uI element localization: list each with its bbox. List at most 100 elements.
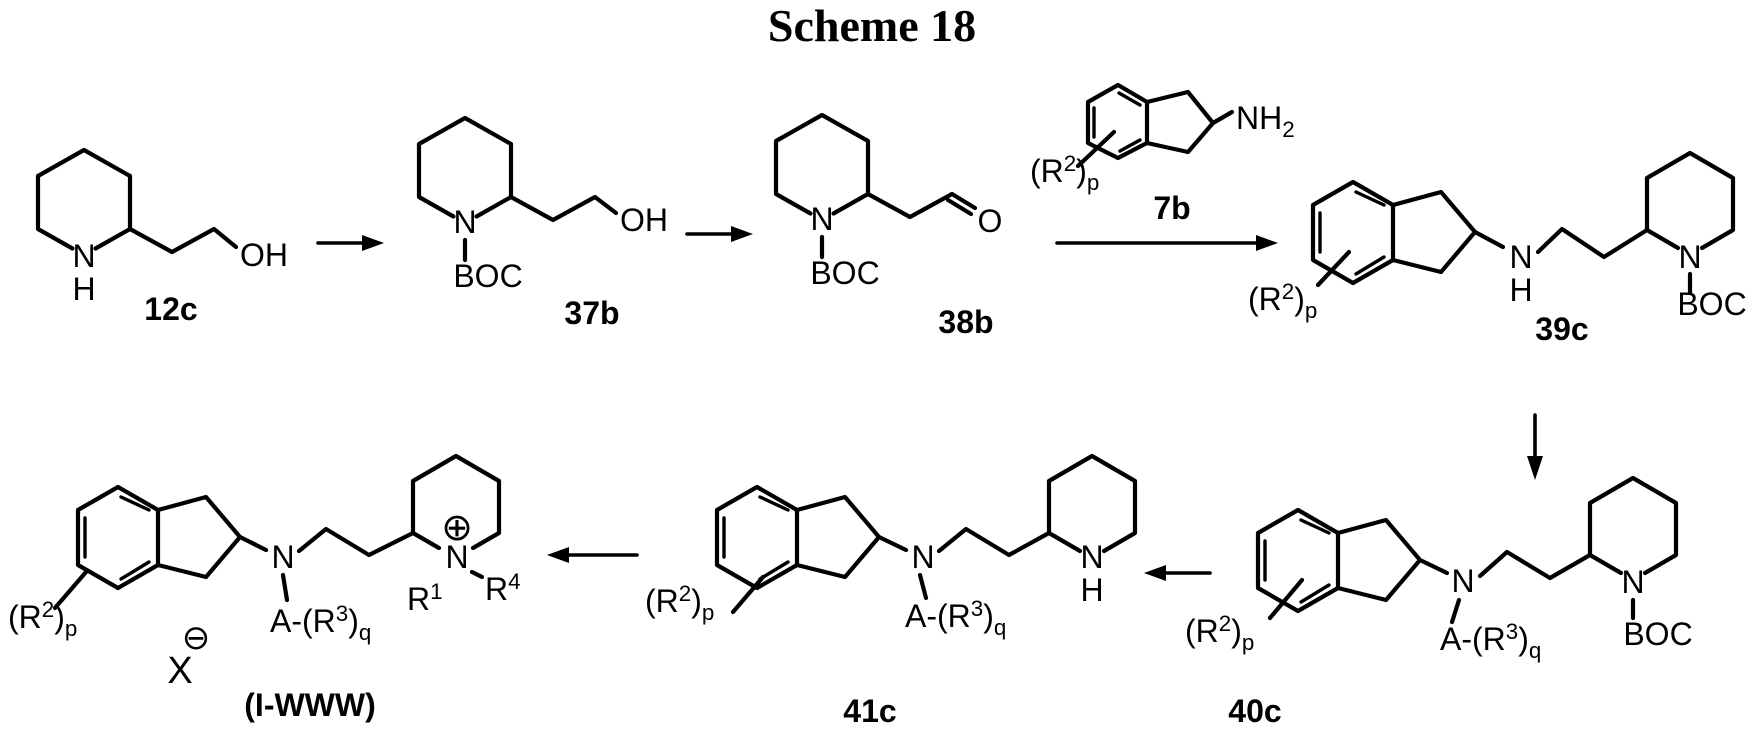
r2p-substituent-label: (R2)p [1030, 151, 1099, 195]
cyclopentane-ring [1390, 189, 1478, 275]
r1-substituent-label: R1 [407, 579, 443, 617]
aldehyde-chain [865, 191, 955, 220]
amine-nitrogen-label: N [271, 539, 294, 575]
aromatic-double-bonds [1318, 190, 1386, 276]
hydroxyethyl-chain [127, 226, 239, 255]
a-r3q-substituent-label: A-(R3)q [270, 601, 371, 645]
carbonyl-double-bond [945, 191, 978, 217]
piperidine-ring [1587, 475, 1679, 576]
compound-label-40c: 40c [1228, 693, 1281, 729]
piperidine-ring [35, 147, 133, 251]
compound-label-12c: 12c [144, 291, 197, 327]
ethylene-linker-bonds [1535, 226, 1650, 260]
reaction-arrow-3 [1055, 235, 1278, 251]
arrow-head-icon [1144, 565, 1166, 581]
ring-nitrogen-label: N [1080, 539, 1103, 575]
c2-amine-bond [1417, 557, 1450, 576]
aromatic-double-bonds [1263, 518, 1331, 604]
aromatic-double-bonds [1092, 91, 1142, 153]
ring-nh-hydrogen-label: H [1080, 572, 1103, 608]
boc-group-label: BOC [1677, 286, 1746, 322]
a-r3q-substituent-label: A-(R3)q [905, 596, 1006, 640]
variable-attachment-bond [52, 569, 89, 611]
reaction-arrow-1 [316, 235, 384, 251]
r4-substituent-label: R4 [485, 569, 521, 607]
cyclopentane-ring [1335, 517, 1423, 603]
cyclopentane-ring [1144, 89, 1216, 155]
n-r4-bond [469, 569, 485, 580]
boc-group-label: BOC [810, 255, 879, 291]
amine-nitrogen-label: N [1509, 239, 1532, 275]
structure-i-www: N A-(R3)q ⊕ N R1 R4 (R2)p ⊖ X (I-WWW) [8, 453, 521, 723]
hydroxyl-label: OH [620, 202, 668, 238]
hydroxyl-label: OH [240, 237, 288, 273]
ethylene-linker-bonds [1477, 549, 1593, 581]
structure-41c: N A-(R3)q N H (R2)p 41c [645, 453, 1138, 729]
n-a-bond [917, 572, 929, 601]
negative-charge-icon: ⊖ [182, 618, 211, 658]
reaction-arrow-4 [1527, 413, 1543, 480]
structure-38b: N BOC O 38b [773, 112, 1003, 340]
n-a-bond [1449, 597, 1462, 625]
ring-nitrogen-label: N [810, 201, 833, 237]
c2-amine-bond [876, 534, 909, 553]
compound-label-38b: 38b [938, 304, 993, 340]
amine-nh2-label: NH2 [1236, 100, 1295, 142]
arrow-head-icon [1527, 456, 1543, 480]
variable-attachment-bond [1315, 249, 1352, 288]
benzene-ring [75, 484, 161, 591]
piperidine-ring [773, 112, 871, 216]
benzene-ring [1255, 507, 1341, 614]
piperidinium-ring [410, 453, 502, 551]
variable-attachment-bond [1075, 129, 1117, 169]
positive-charge-icon: ⊕ [441, 505, 473, 549]
c2-amine-bond [237, 534, 269, 553]
piperidine-ring [416, 115, 514, 219]
compound-label-37b: 37b [564, 295, 619, 331]
hydroxyethyl-chain [508, 194, 619, 223]
arrow-head-icon [362, 235, 384, 251]
structure-39c: N H N BOC (R2)p 39c [1248, 150, 1747, 347]
compound-label-39c: 39c [1535, 311, 1588, 347]
r2p-substituent-label: (R2)p [1185, 611, 1254, 655]
carbonyl-oxygen-label: O [978, 203, 1003, 239]
aromatic-double-bonds [722, 495, 790, 581]
c2-amine-bond [1472, 229, 1506, 250]
ethylene-linker-bonds [936, 526, 1052, 558]
structure-40c: N A-(R3)q N BOC (R2)p 40c [1185, 475, 1693, 729]
ring-nitrogen-label: N [1621, 564, 1644, 600]
structure-7b: NH2 (R2)p 7b [1030, 82, 1295, 226]
reaction-arrow-5 [1144, 565, 1212, 581]
structure-12c: N H OH 12c [35, 147, 288, 327]
amine-nitrogen-label: N [1451, 563, 1474, 599]
ring-nitrogen-label: N [445, 539, 468, 575]
r2p-substituent-label: (R2)p [1248, 279, 1317, 323]
cyclopentane-ring [794, 494, 882, 580]
benzene-ring [1310, 179, 1396, 286]
scheme-title: Scheme 18 [768, 0, 976, 51]
aromatic-double-bonds [83, 495, 151, 581]
compound-label-i-www: (I-WWW) [244, 687, 375, 723]
compound-label-7b: 7b [1153, 190, 1190, 226]
cyclopentane-ring [155, 494, 243, 580]
amine-nitrogen-label: N [911, 539, 934, 575]
boc-group-label: BOC [1623, 616, 1692, 652]
a-r3q-substituent-label: A-(R3)q [1440, 619, 1541, 663]
amine-hydrogen-label: H [1509, 272, 1532, 308]
variable-attachment-bond [1267, 577, 1305, 621]
c2-amine-bond [1210, 109, 1235, 126]
piperidine-ring [1046, 453, 1138, 554]
structure-37b: N BOC OH 37b [416, 115, 668, 331]
reaction-arrow-2 [685, 226, 753, 242]
n-a-bond [280, 572, 290, 603]
piperidine-ring [1644, 150, 1736, 251]
arrow-head-icon [547, 547, 569, 563]
ring-nitrogen-label: N [1678, 239, 1701, 275]
ring-nitrogen-label: N [72, 238, 95, 274]
ethylene-linker-bonds [296, 526, 416, 558]
boc-group-label: BOC [453, 258, 522, 294]
r2p-substituent-label: (R2)p [645, 581, 714, 625]
counterion-x-label: X [167, 650, 192, 692]
nh-hydrogen-label: H [72, 271, 95, 307]
